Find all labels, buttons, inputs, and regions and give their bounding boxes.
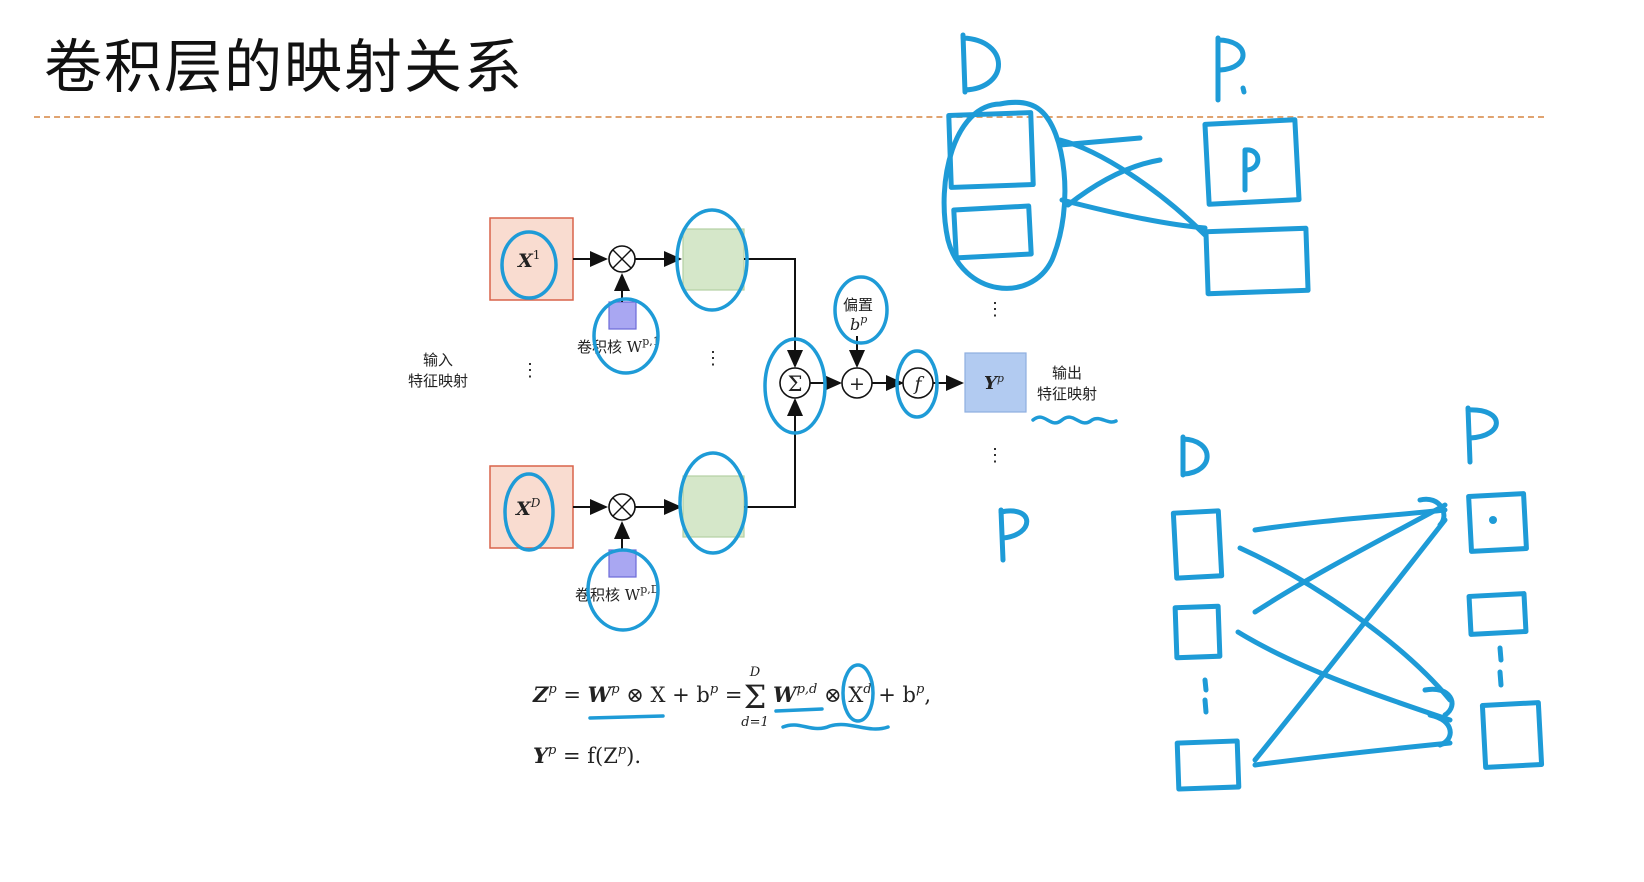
bottom-right-box-3	[1479, 700, 1545, 770]
activation-symbol: f	[912, 373, 924, 395]
letter-p-box-glyph	[1242, 147, 1261, 193]
input-xd-label: XD	[515, 496, 541, 520]
circle-x1	[500, 230, 558, 300]
top-sketch-box-1	[946, 110, 1036, 190]
underline-output	[1031, 415, 1118, 425]
input-feature-map-label-1: 输入	[423, 351, 453, 369]
input-feature-map-label-2: 特征映射	[408, 372, 468, 390]
letter-d-bottom-glyph	[1180, 434, 1210, 478]
input-x1-label: X1	[517, 248, 540, 272]
conv-result-top	[682, 228, 745, 291]
big-sigma: Σ	[744, 678, 767, 716]
pen-annotations	[500, 32, 1545, 792]
letter-d-top-glyph	[960, 32, 1001, 95]
output-feature-map-label-2: 特征映射	[1037, 385, 1097, 403]
top-sketch-box-2	[951, 203, 1034, 261]
output-box	[964, 352, 1027, 413]
top-sketch-ellipse	[941, 99, 1068, 291]
letter-p-mid-glyph	[998, 507, 1030, 563]
kernel-box-top	[608, 301, 637, 330]
circle-kernel-top	[592, 297, 660, 375]
svg-text:Zp = Wp ⊗ X + bp =: Zp = Wp ⊗ X + bp =	[532, 682, 742, 707]
conv-vdots: ⋮	[704, 348, 722, 369]
annotation-letter-d-top: D	[952, 89, 953, 91]
sum-symbol: Σ	[788, 372, 803, 396]
underline-wp	[588, 714, 665, 720]
formula-line2: Yp = f(Zp).	[533, 743, 641, 768]
underline-wpd-1	[774, 707, 824, 713]
top-sketch-box-3	[1203, 225, 1311, 297]
svg-text:Yp = f(Zp).: Yp = f(Zp).	[533, 743, 641, 768]
annotation-letter-p-bottom: P	[1465, 454, 1466, 456]
output-vdots-bottom: ⋮	[986, 445, 1004, 466]
circle-conv-bottom	[678, 451, 748, 555]
bias-var: bp	[850, 313, 867, 334]
letter-p-bottom-glyph	[1465, 405, 1499, 465]
circle-xd-formula	[841, 663, 875, 723]
bottom-left-box-2	[1172, 603, 1223, 661]
output-label: Yp	[984, 372, 1004, 394]
circle-bias	[833, 275, 889, 345]
circle-xd	[503, 472, 555, 552]
annotation-letter-p-top: P	[1210, 89, 1211, 91]
underline-wpd-2	[781, 722, 890, 731]
circle-conv-top	[675, 208, 749, 312]
annotation-letter-p-box: p	[1240, 179, 1241, 181]
top-sketch-box-p	[1202, 117, 1302, 207]
kernel-box-bottom	[608, 549, 637, 578]
output-vdots-top: ⋮	[986, 299, 1004, 320]
bottom-right-box-2	[1466, 591, 1529, 637]
kernel-top-label: 卷积核 Wp,1	[577, 335, 660, 356]
sum-lower-limit: d=1	[741, 715, 769, 730]
slide-title: 卷积层的映射关系	[44, 33, 525, 101]
circle-activation	[895, 349, 939, 419]
svg-text:Wp,d ⊗ Xd + bp,: Wp,d ⊗ Xd + bp,	[773, 682, 931, 707]
formula-line1: Zp = Wp ⊗ X + bp = D Σ d=1 Wp,d ⊗ Xd + b…	[532, 665, 931, 730]
bottom-left-box-3	[1174, 738, 1242, 792]
circle-sum	[763, 337, 827, 435]
kernel-bottom-label: 卷积核 Wp,D	[575, 583, 660, 604]
bottom-right-box-1	[1466, 491, 1529, 554]
sum-upper-limit: D	[749, 665, 761, 680]
bias-label: 偏置	[843, 296, 873, 314]
title-divider	[34, 116, 1544, 118]
plus-symbol: +	[849, 373, 865, 395]
conv-result-bottom	[682, 475, 745, 538]
output-feature-map-label-1: 输出	[1052, 364, 1082, 382]
input-vdots: ⋮	[521, 360, 539, 381]
letter-p-top-glyph	[1215, 35, 1246, 103]
bottom-left-box-1	[1170, 508, 1225, 581]
circle-kernel-bottom	[586, 548, 660, 632]
